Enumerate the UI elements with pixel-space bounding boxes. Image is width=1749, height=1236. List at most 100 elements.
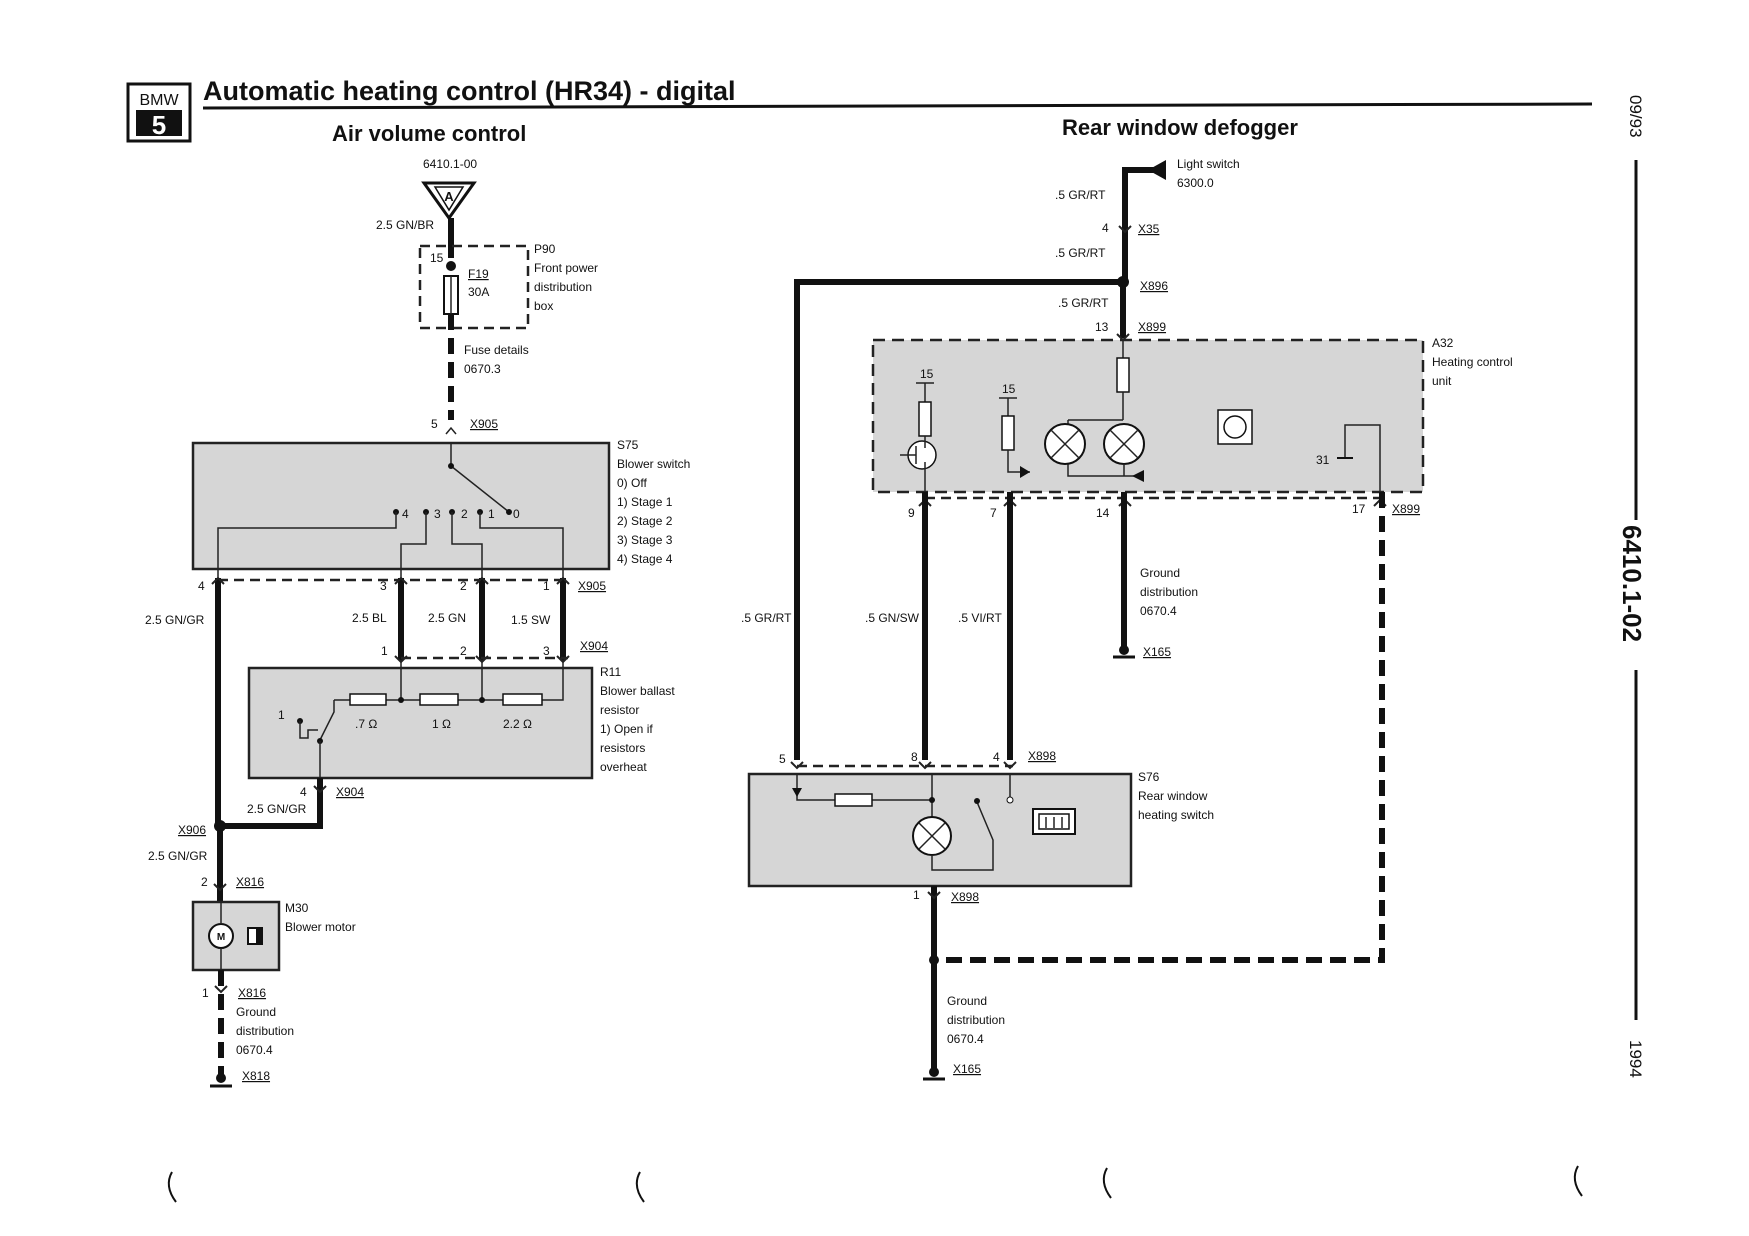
diagram-label: .5 GN/SW	[865, 611, 920, 625]
diagram-label: Front power	[534, 261, 598, 275]
diagram-label: 15	[920, 367, 934, 381]
diagram-label: overheat	[600, 760, 647, 774]
title-rule	[202, 102, 1593, 110]
diagram-label: 2.5 GN	[428, 611, 466, 625]
diagram-label: .5 VI/RT	[958, 611, 1002, 625]
diagram-label: .7 Ω	[355, 717, 377, 731]
diagram-label: resistors	[600, 741, 645, 755]
diagram-label: Rear window	[1138, 789, 1208, 803]
diagram-label: X165	[1143, 645, 1171, 659]
diagram-label: 0670.3	[464, 362, 501, 376]
diagram-label: 1) Open if	[600, 722, 653, 736]
diagram-label: resistor	[600, 703, 639, 717]
diagram-label: 2.5 GN/GR	[148, 849, 208, 863]
diagram-label: 14	[1096, 506, 1110, 520]
diagram-label: heating switch	[1138, 808, 1214, 822]
diagram-label: X818	[242, 1069, 270, 1083]
wire-label-gngr: 2.5 GN/GR	[145, 613, 205, 627]
diagram-label: Blower motor	[285, 920, 356, 934]
diagram-label: 2.5 BL	[352, 611, 387, 625]
diagram-label: 2	[461, 507, 468, 521]
diagram-label: 5	[431, 417, 438, 431]
diagram-label: 2) Stage 2	[617, 514, 673, 528]
diagram-label: 2	[460, 644, 467, 658]
p90-box	[418, 244, 530, 330]
diagram-label: 3	[380, 579, 387, 593]
connector-a: A	[421, 181, 477, 221]
diagram-label: distribution	[236, 1024, 294, 1038]
diagram-label: X899	[1392, 502, 1420, 516]
diagram-label: Blower ballast	[600, 684, 675, 698]
bmw-badge: BMW 5	[126, 82, 192, 143]
diagram-label: 3) Stage 3	[617, 533, 673, 547]
r11-ballast-resistor	[247, 666, 594, 780]
diagram-label: 13	[1095, 320, 1109, 334]
badge-brand: BMW	[139, 92, 179, 109]
diagram-label: 1	[913, 888, 920, 902]
diagram-label: X905	[578, 579, 606, 593]
diagram-label: 17	[1352, 502, 1366, 516]
a32-heating-control-unit	[871, 338, 1425, 494]
diagram-label: Heating control	[1432, 355, 1513, 369]
diagram-label: X905	[470, 417, 498, 431]
diagram-label: 3	[434, 507, 441, 521]
diagram-label: 4	[198, 579, 205, 593]
diagram-label: 4	[1102, 221, 1109, 235]
diagram-label: box	[534, 299, 553, 313]
diagram-label: A32	[1432, 336, 1454, 350]
diagram-label: X816	[236, 875, 264, 889]
diagram-label: R11	[600, 665, 621, 679]
diagram-label: M30	[285, 901, 309, 915]
diagram-label: .5 GR/RT	[1058, 296, 1109, 310]
diagram-label: distribution	[1140, 585, 1198, 599]
diagram-label: 1.5 SW	[511, 613, 551, 627]
section-air-volume: Air volume control	[332, 121, 526, 146]
diagram-label: 2	[460, 579, 467, 593]
diagram-label: 0) Off	[617, 476, 647, 490]
diagram-label: 0	[513, 507, 520, 521]
diagram-label: 1) Stage 1	[617, 495, 673, 509]
diagram-label: 1	[278, 708, 285, 722]
wire-label-top: 2.5 GN/BR	[376, 218, 434, 232]
diagram-label: 0670.4	[236, 1043, 273, 1057]
diagram-label: 15	[430, 251, 444, 265]
diagram-label: Light switch	[1177, 157, 1240, 171]
diagram-label: S76	[1138, 770, 1160, 784]
margin-date: 09/93	[1626, 95, 1645, 138]
ref-top: 6410.1-00	[423, 157, 477, 171]
diagram-label: 5	[779, 752, 786, 766]
wire-to-s76	[794, 279, 1123, 760]
diagram-label: X904	[580, 639, 608, 653]
diagram-label: .5 GR/RT	[1055, 246, 1106, 260]
diagram-label: 2.2 Ω	[503, 717, 532, 731]
diagram-label: 2	[201, 875, 208, 889]
wire-a32-17	[934, 492, 1385, 963]
side-margin: 09/93 6410.1-02 1994	[1617, 95, 1647, 1078]
diagram-label: Fuse details	[464, 343, 529, 357]
diagram-label: Ground	[947, 994, 987, 1008]
ground-icon	[210, 1073, 232, 1088]
margin-year: 1994	[1626, 1040, 1645, 1078]
diagram-label: X35	[1138, 222, 1160, 236]
wire-ballast-return	[218, 778, 323, 829]
diagram-label: Ground	[236, 1005, 276, 1019]
diagram-label: .5 GR/RT	[1055, 188, 1106, 202]
margin-doc-number: 6410.1-02	[1617, 525, 1647, 642]
diagram-label: 6300.0	[1177, 176, 1214, 190]
diagram-label: 4) Stage 4	[617, 552, 673, 566]
diagram-label: 1	[202, 986, 209, 1000]
diagram-label: Ground	[1140, 566, 1180, 580]
diagram-label: 9	[908, 506, 915, 520]
sensor-icon	[1217, 409, 1253, 445]
diagram-label: unit	[1432, 374, 1452, 388]
diagram-label: A	[444, 189, 454, 204]
diagram-label: X904	[336, 785, 364, 799]
diagram-label: 0670.4	[1140, 604, 1177, 618]
diagram-label: X898	[951, 890, 979, 904]
p90-id: P90	[534, 242, 556, 256]
m30-blower-motor	[191, 900, 281, 972]
diagram-label: 2.5 GN/GR	[247, 802, 307, 816]
diagram-label: M	[217, 932, 225, 943]
diagram-label: X898	[1028, 749, 1056, 763]
